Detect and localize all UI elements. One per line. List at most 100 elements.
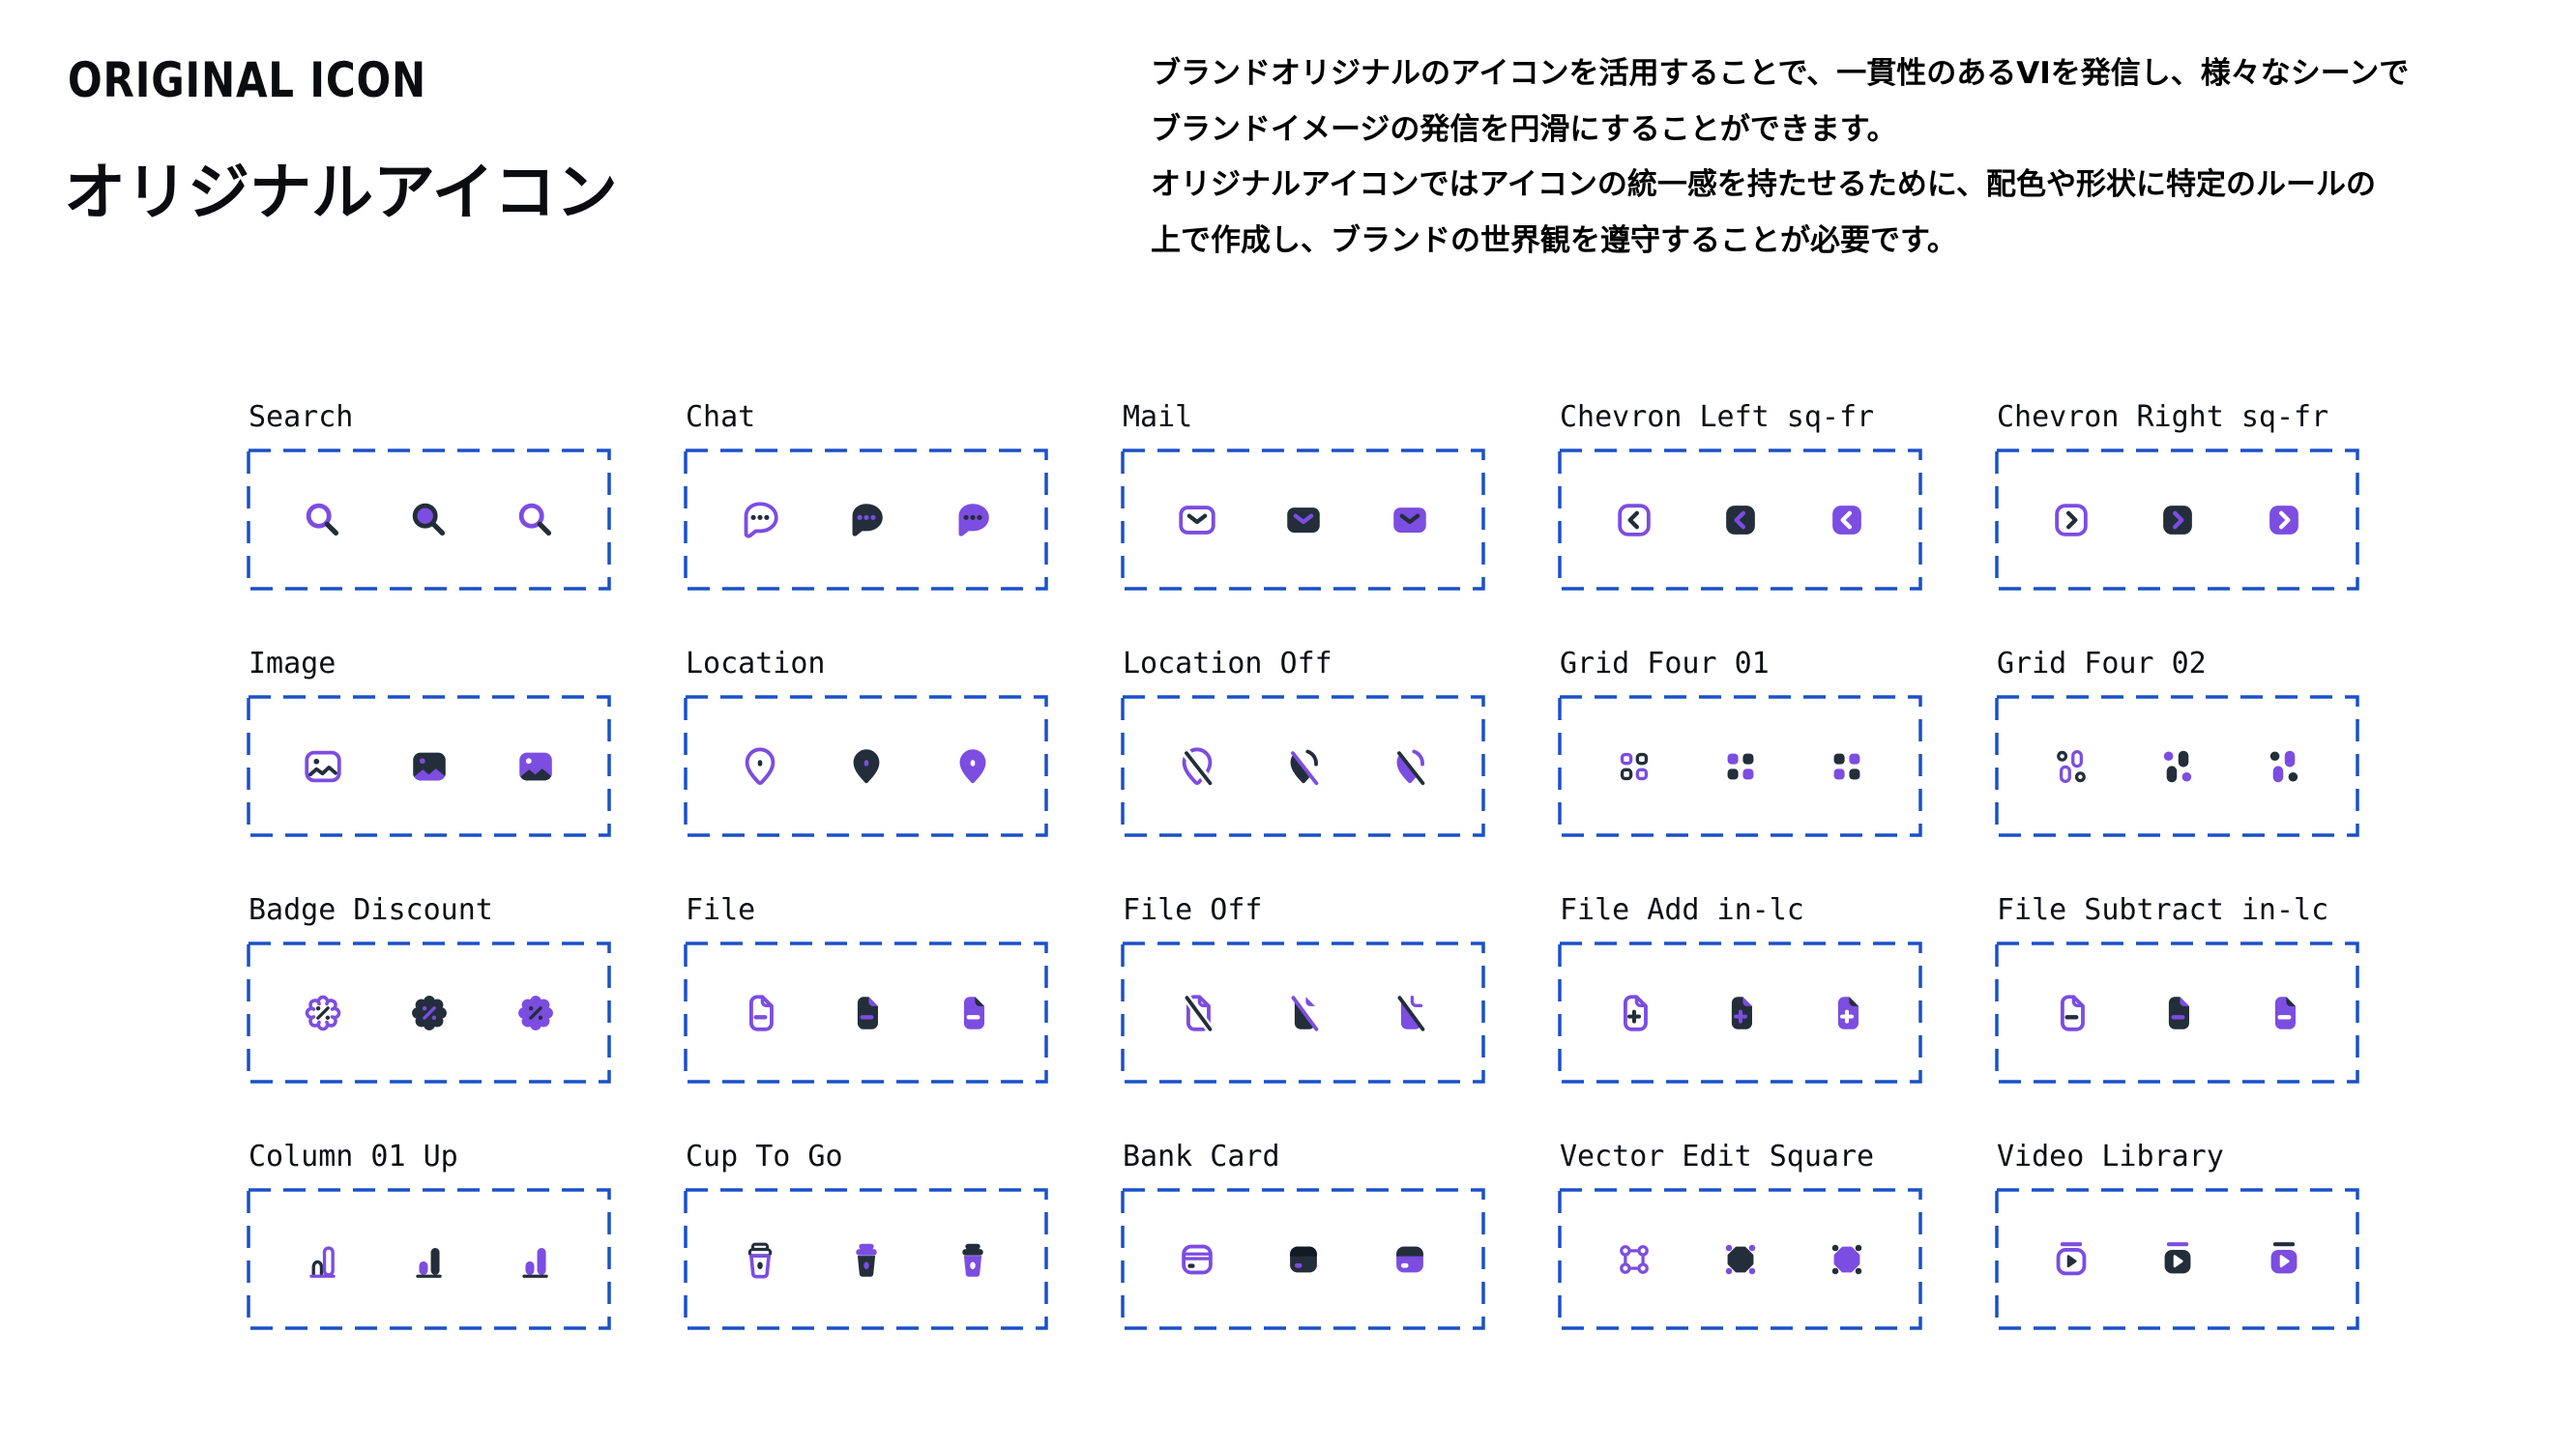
- icon-grid: Search Chat Mail: [247, 401, 2359, 1330]
- grid-four-02-icon-outline: [2049, 744, 2093, 789]
- description-line: ブランドイメージの発信を円滑にすることができます。: [1151, 111, 1897, 147]
- icon-variants-box: [1121, 942, 1485, 1084]
- icon-variants-box: [684, 1188, 1048, 1330]
- icon-group-label: Cup To Go: [686, 1140, 843, 1174]
- icon-group-label: Badge Discount: [249, 893, 493, 927]
- icon-group-label: File Subtract in-lc: [1997, 893, 2329, 927]
- column-01-up-icon-purple-fill: [513, 1237, 558, 1282]
- icon-group-column-01-up: Column 01 Up: [247, 1141, 611, 1330]
- bank-card-icon-outline: [1175, 1237, 1219, 1282]
- icon-group-label: Location Off: [1123, 647, 1332, 681]
- location-icon-outline: [738, 744, 782, 789]
- dashed-border: [1558, 942, 1922, 1084]
- icon-group-cup-to-go: Cup To Go: [684, 1141, 1048, 1330]
- icon-group-file: File: [684, 894, 1048, 1084]
- icon-group-file-add: File Add in-lc: [1558, 894, 1922, 1084]
- dashed-border: [1995, 942, 2359, 1084]
- icon-variants-box: [1558, 449, 1922, 591]
- location-icon-dark-fill: [844, 744, 889, 789]
- chevron-left-square-icon-purple-fill: [1825, 498, 1869, 542]
- location-off-icon-purple-fill: [1388, 744, 1432, 789]
- vector-edit-square-icon-dark-fill: [1718, 1237, 1763, 1282]
- icon-group-badge-discount: Badge Discount: [247, 894, 611, 1084]
- icon-variants-box: [684, 449, 1048, 591]
- icon-variants-box: [247, 695, 611, 837]
- description-line: 上で作成し、ブランドの世界観を遵守することが必要です。: [1151, 222, 1957, 258]
- icon-group-video-library: Video Library: [1995, 1141, 2359, 1330]
- file-icon-dark-fill: [844, 991, 889, 1035]
- icon-group-label: Video Library: [1997, 1140, 2224, 1174]
- dashed-border: [1995, 449, 2359, 591]
- mail-icon-dark-fill: [1281, 498, 1326, 542]
- image-icon-outline: [301, 744, 345, 789]
- vector-edit-square-icon-outline: [1612, 1237, 1656, 1282]
- dashed-border: [247, 942, 611, 1084]
- icon-group-label: Chat: [686, 400, 756, 434]
- column-01-up-icon-outline: [301, 1237, 345, 1282]
- chevron-right-square-icon-outline: [2049, 498, 2093, 542]
- bank-card-icon-purple-fill: [1388, 1237, 1432, 1282]
- dashed-border: [1558, 695, 1922, 837]
- dashed-border: [247, 1188, 611, 1330]
- icon-group-grid-four-02: Grid Four 02: [1995, 648, 2359, 837]
- chat-icon-dark-fill: [844, 498, 889, 542]
- icon-group-bank-card: Bank Card: [1121, 1141, 1485, 1330]
- grid-four-01-icon-purple-fill: [1825, 744, 1869, 789]
- chat-icon-outline: [738, 498, 782, 542]
- badge-discount-icon-dark-fill: [407, 991, 452, 1035]
- dashed-border: [1995, 1188, 2359, 1330]
- mail-icon-purple-fill: [1388, 498, 1432, 542]
- grid-four-02-icon-purple-fill: [2262, 744, 2306, 789]
- icon-variants-box: [1558, 1188, 1922, 1330]
- file-subtract-icon-purple-fill: [2262, 991, 2306, 1035]
- icon-variants-box: [1995, 695, 2359, 837]
- file-add-icon-purple-fill: [1825, 991, 1869, 1035]
- file-off-icon-outline: [1175, 991, 1219, 1035]
- dashed-border: [1558, 449, 1922, 591]
- chevron-right-square-icon-dark-fill: [2155, 498, 2200, 542]
- vector-edit-square-icon-purple-fill: [1825, 1237, 1869, 1282]
- description-line: ブランドオリジナルのアイコンを活用することで、一貫性のあるVIを発信し、様々なシ…: [1151, 56, 2410, 91]
- page-title-ja: オリジナルアイコン: [64, 158, 618, 229]
- icon-group-location: Location: [684, 648, 1048, 837]
- icon-group-grid-four-01: Grid Four 01: [1558, 648, 1922, 837]
- column-01-up-icon-dark-fill: [407, 1237, 452, 1282]
- file-subtract-icon-dark-fill: [2155, 991, 2200, 1035]
- icon-variants-box: [1121, 695, 1485, 837]
- icon-variants-box: [684, 695, 1048, 837]
- dashed-border: [684, 695, 1048, 837]
- search-icon-dark-fill: [407, 498, 452, 542]
- icon-group-file-off: File Off: [1121, 894, 1485, 1084]
- location-icon-purple-fill: [951, 744, 995, 789]
- file-add-icon-dark-fill: [1718, 991, 1763, 1035]
- icon-group-label: Chevron Right sq-fr: [1997, 400, 2329, 434]
- location-off-icon-dark-fill: [1281, 744, 1326, 789]
- icon-variants-box: [1121, 1188, 1485, 1330]
- icon-group-label: Location: [686, 647, 826, 681]
- chat-icon-purple-fill: [951, 498, 995, 542]
- icon-group-label: Grid Four 02: [1997, 647, 2207, 681]
- icon-group-label: File Add in-lc: [1560, 893, 1804, 927]
- dashed-border: [1121, 695, 1485, 837]
- dashed-border: [1121, 1188, 1485, 1330]
- search-icon-outline: [301, 498, 345, 542]
- dashed-border: [1121, 942, 1485, 1084]
- chevron-left-square-icon-outline: [1612, 498, 1656, 542]
- dashed-border: [684, 1188, 1048, 1330]
- icon-group-mail: Mail: [1121, 401, 1485, 591]
- file-icon-outline: [738, 991, 782, 1035]
- icon-variants-box: [247, 1188, 611, 1330]
- icon-variants-box: [1558, 695, 1922, 837]
- dashed-border: [684, 942, 1048, 1084]
- file-icon-purple-fill: [951, 991, 995, 1035]
- icon-group-label: Image: [249, 647, 337, 681]
- description-text: ブランドオリジナルのアイコンを活用することで、一貫性のあるVIを発信し、様々なシ…: [1151, 46, 2524, 269]
- icon-variants-box: [1995, 942, 2359, 1084]
- file-off-icon-purple-fill: [1388, 991, 1432, 1035]
- icon-group-chat: Chat: [684, 401, 1048, 591]
- chevron-right-square-icon-purple-fill: [2262, 498, 2306, 542]
- icon-group-chevron-right-square: Chevron Right sq-fr: [1995, 401, 2359, 591]
- icon-group-label: Search: [249, 400, 354, 434]
- image-icon-purple-fill: [513, 744, 558, 789]
- dashed-border: [684, 449, 1048, 591]
